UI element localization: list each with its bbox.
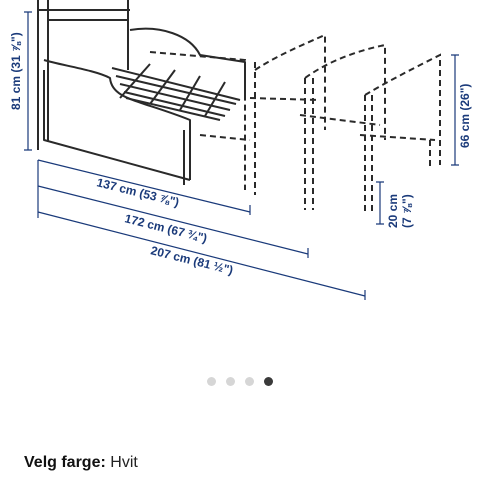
- gallery-dot-1[interactable]: [207, 377, 216, 386]
- color-value: Hvit: [110, 454, 138, 471]
- dimension-leg-height-inches: (7 ⅞"): [400, 194, 414, 228]
- dimension-leg-height: 20 cm: [386, 194, 400, 228]
- dimension-total-height: 81 cm (31 ⅞"): [9, 32, 23, 110]
- gallery-dot-2[interactable]: [226, 377, 235, 386]
- color-label: Velg farge:: [24, 454, 106, 471]
- dimension-length-172: 172 cm (67 ¾"): [123, 211, 208, 245]
- dimension-side-height: 66 cm (26"): [458, 84, 472, 148]
- gallery-dot-3[interactable]: [245, 377, 254, 386]
- product-image-gallery[interactable]: 81 cm (31 ⅞") 66 cm (26") 20 cm (7 ⅞") 1…: [0, 0, 480, 365]
- bed-dimension-drawing: 81 cm (31 ⅞") 66 cm (26") 20 cm (7 ⅞") 1…: [9, 0, 472, 300]
- gallery-dot-4[interactable]: [264, 377, 273, 386]
- color-selector[interactable]: Velg farge: Hvit: [24, 454, 138, 472]
- dimension-length-207: 207 cm (81 ½"): [149, 243, 234, 277]
- gallery-pagination: [0, 377, 480, 386]
